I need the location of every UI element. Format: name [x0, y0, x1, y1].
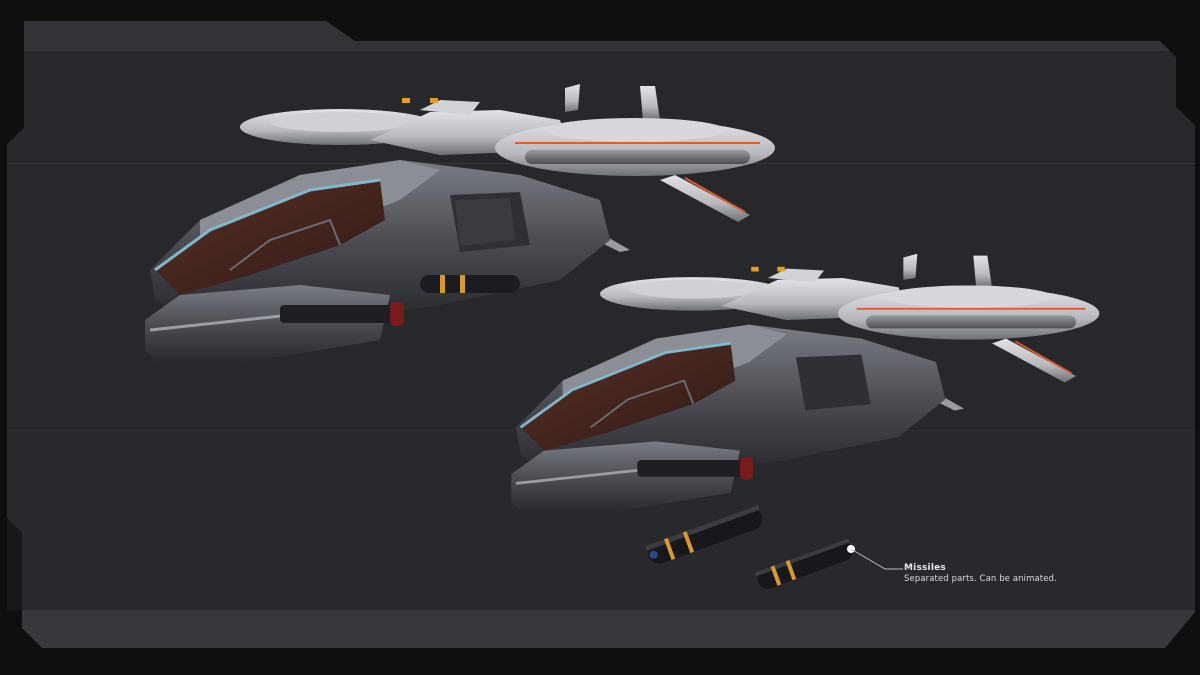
panel-top-band	[24, 21, 1170, 51]
spaceship-render-1	[145, 84, 775, 365]
callout-title: Missiles	[904, 563, 946, 573]
callout-description: Separated parts. Can be animated.	[904, 574, 1057, 584]
missiles-callout: Missiles Separated parts. Can be animate…	[904, 563, 1057, 585]
panel-bottom-band	[22, 610, 1195, 648]
spaceship-render-2	[511, 253, 1100, 516]
missile-render-1	[645, 505, 763, 564]
missile-render-2	[755, 539, 853, 589]
